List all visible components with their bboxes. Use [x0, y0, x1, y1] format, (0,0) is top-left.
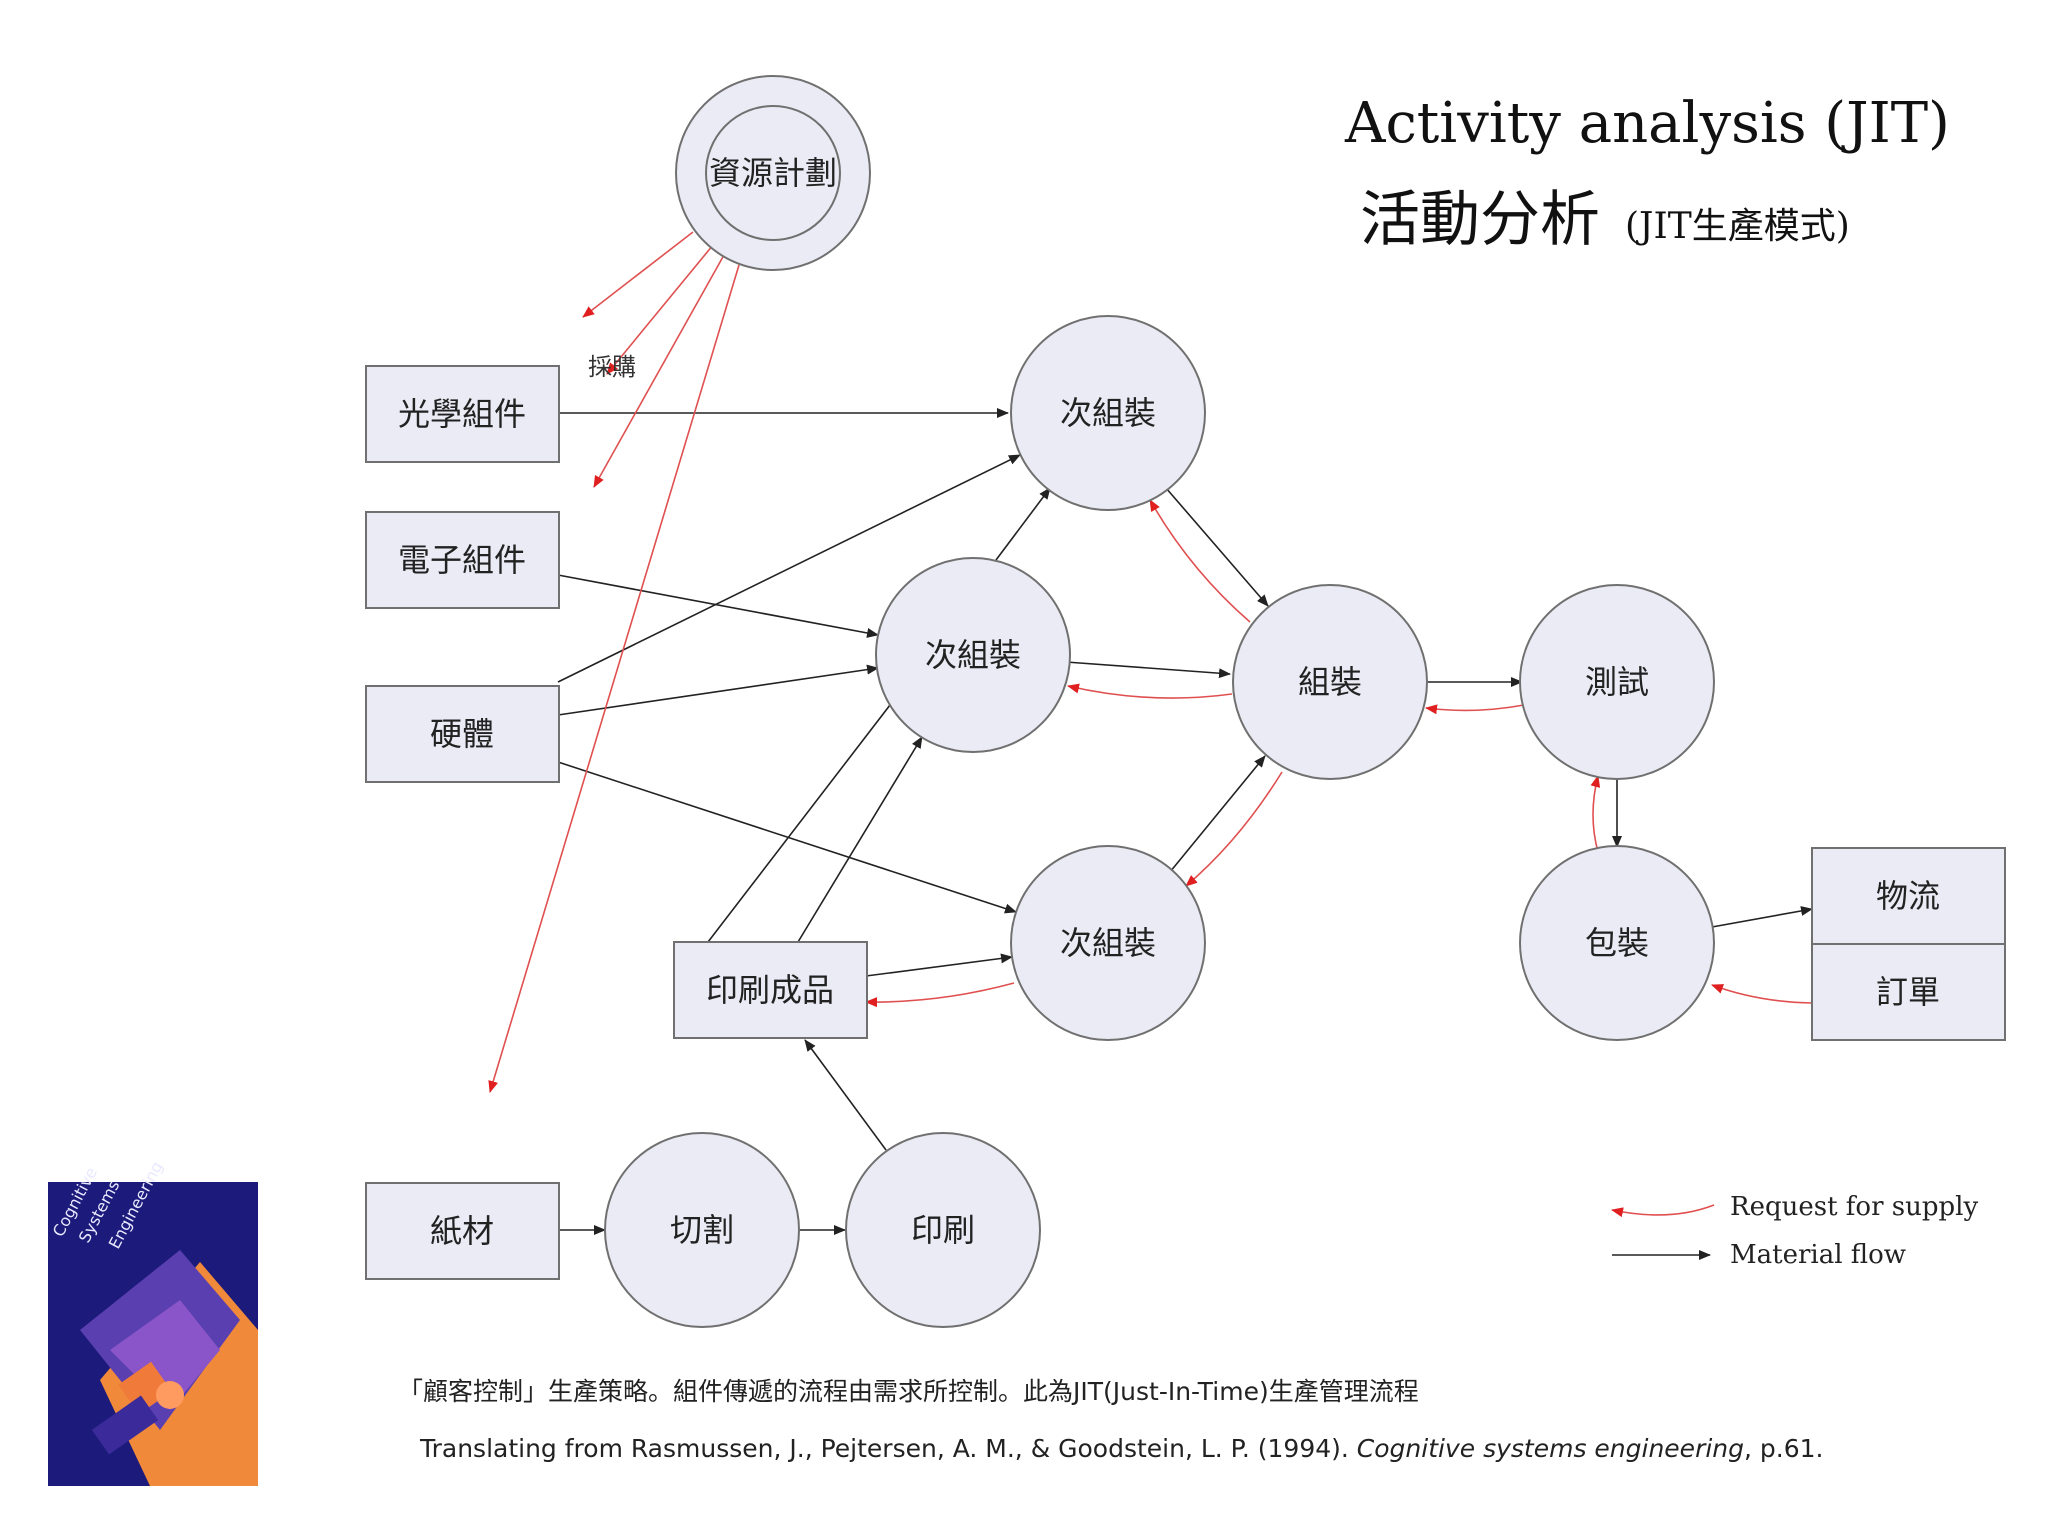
node-testing: 測試: [1519, 584, 1715, 780]
legend-request-label: Request for supply: [1730, 1192, 1978, 1222]
svg-text:次組裝: 次組裝: [1060, 924, 1156, 962]
request-resource-3: [593, 254, 725, 488]
svg-text:切割: 切割: [670, 1211, 734, 1249]
request-resource-4: [488, 264, 740, 1093]
edge-hardware-to-subassembly-top: [557, 454, 1021, 683]
node-orders: 訂單: [1811, 943, 2006, 1041]
node-electronic: 電子組件: [365, 511, 560, 609]
svg-text:紙材: 紙材: [430, 1212, 494, 1250]
node-packaging: 包裝: [1519, 845, 1715, 1041]
title-english: Activity analysis (JIT): [1344, 91, 1950, 156]
node-hardware: 硬體: [365, 685, 560, 783]
edge-printed-to-subassembly-mid-2: [797, 736, 923, 943]
legend-request-line: [1611, 1204, 1715, 1218]
request-assembly-to-subassembly-bottom: [1185, 771, 1283, 887]
svg-text:測試: 測試: [1585, 663, 1649, 701]
node-paper: 紙材: [365, 1182, 560, 1280]
caption-line-2-title: Cognitive systems engineering: [1357, 1434, 1744, 1463]
request-assembly-to-subassembly-top: [1149, 499, 1251, 623]
request-orders-to-packaging: [1711, 984, 1813, 1004]
caption-line-1: 「顧客控制」生產策略。組件傳遞的流程由需求所控制。此為JIT(Just-In-T…: [398, 1377, 1419, 1406]
edge-printed-to-subassembly-bottom: [865, 953, 1013, 977]
svg-text:包裝: 包裝: [1585, 924, 1649, 962]
book-cover-image: Cognitive Systems Engineering: [48, 1158, 258, 1486]
title-chinese-sub: (JIT生產模式): [1625, 206, 1850, 247]
svg-text:光學組件: 光學組件: [398, 395, 526, 433]
edge-packaging-to-logistics: [1711, 906, 1813, 928]
svg-text:資源計劃: 資源計劃: [709, 154, 837, 192]
material-flow-edges: [557, 408, 1813, 1235]
request-resource-2: [606, 244, 714, 375]
svg-text:印刷: 印刷: [911, 1211, 975, 1249]
edge-subassembly-top-to-assembly: [1165, 487, 1269, 607]
node-optical: 光學組件: [365, 365, 560, 463]
node-assembly: 組裝: [1232, 584, 1428, 780]
svg-text:物流: 物流: [1876, 877, 1940, 915]
request-subassembly-bottom-to-printed: [865, 982, 1015, 1008]
edge-printed-to-subassembly-mid: [707, 704, 891, 943]
caption-line-2: Translating from Rasmussen, J., Pejterse…: [419, 1434, 1823, 1463]
svg-text:次組裝: 次組裝: [1060, 394, 1156, 432]
request-edges: [488, 231, 1813, 1093]
node-subassembly-mid: 次組裝: [875, 557, 1071, 753]
node-resource-planning: 資源計劃: [675, 75, 871, 271]
title-chinese: 活動分析: [1360, 185, 1600, 255]
purchase-label: 採購: [588, 353, 636, 381]
edge-subassembly-bottom-to-assembly: [1169, 755, 1266, 873]
svg-text:組裝: 組裝: [1298, 663, 1362, 701]
edge-subassembly-mid-to-subassembly-top: [995, 487, 1051, 561]
svg-text:次組裝: 次組裝: [925, 636, 1021, 674]
caption-line-2-suffix: , p.61.: [1744, 1434, 1823, 1463]
svg-text:訂單: 訂單: [1876, 973, 1940, 1011]
edge-hardware-to-subassembly-mid: [557, 664, 879, 716]
svg-text:電子組件: 電子組件: [398, 541, 526, 579]
caption-line-2-prefix: Translating from Rasmussen, J., Pejterse…: [419, 1434, 1357, 1463]
node-subassembly-top: 次組裝: [1010, 315, 1206, 511]
node-subassembly-bottom: 次組裝: [1010, 845, 1206, 1041]
node-cutting: 切割: [604, 1132, 800, 1328]
node-printed-product: 印刷成品: [673, 941, 868, 1039]
edge-hardware-to-subassembly-bottom: [557, 761, 1017, 914]
edge-subassembly-mid-to-assembly: [1065, 661, 1231, 679]
request-assembly-to-subassembly-mid: [1067, 683, 1233, 699]
request-packaging-to-testing: [1590, 775, 1601, 853]
svg-text:印刷成品: 印刷成品: [706, 971, 834, 1009]
edge-printing-to-printed: [804, 1039, 887, 1151]
legend: Request for supply Material flow: [1611, 1192, 1978, 1270]
node-printing: 印刷: [845, 1132, 1041, 1328]
edge-electronic-to-subassembly-mid: [557, 574, 879, 638]
node-logistics: 物流: [1811, 847, 2006, 945]
svg-text:硬體: 硬體: [430, 715, 494, 753]
request-testing-to-assembly: [1425, 704, 1525, 715]
legend-material-label: Material flow: [1730, 1240, 1906, 1270]
request-resource-1: [582, 231, 694, 318]
